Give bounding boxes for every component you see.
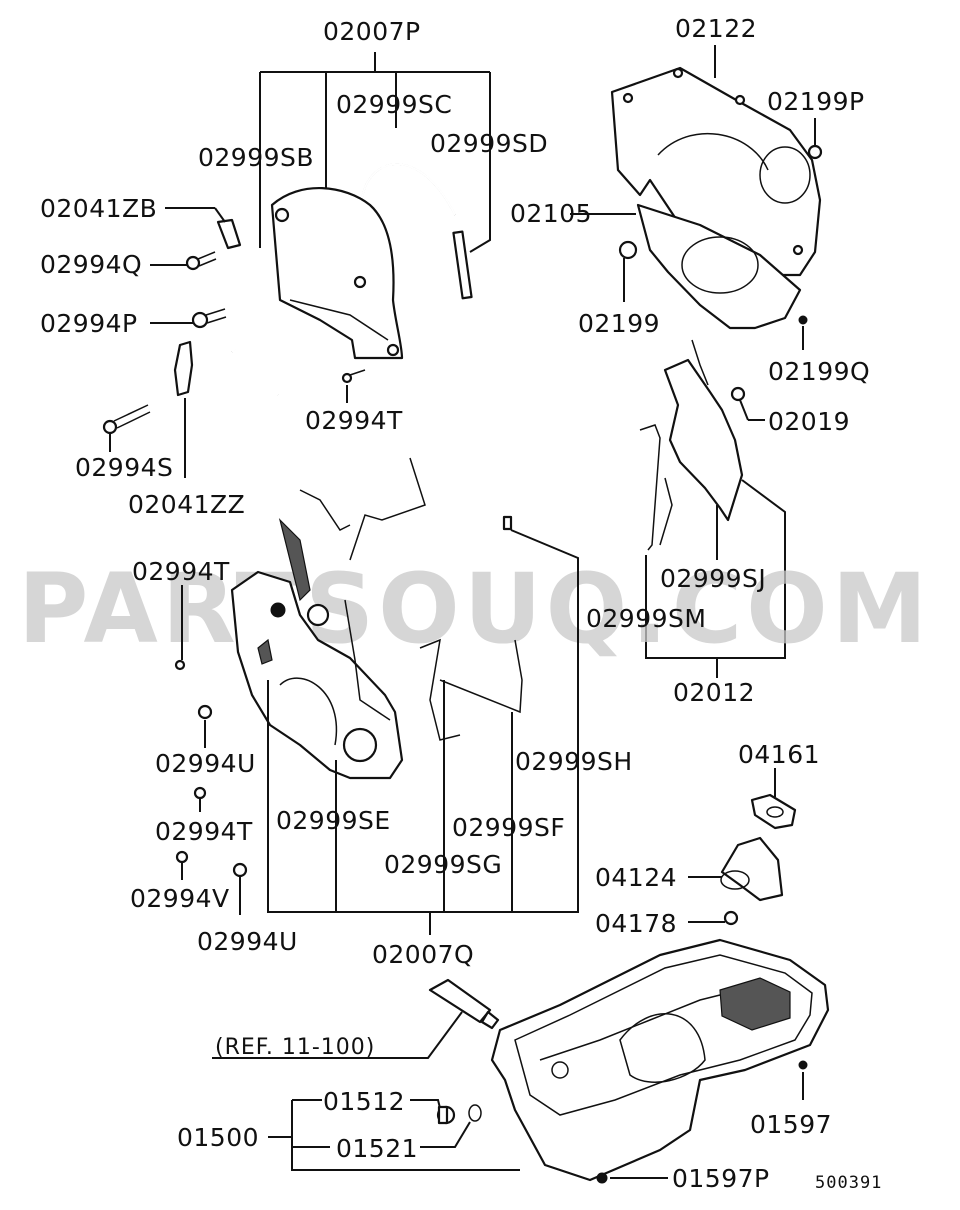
label-02994u-lower[interactable]: 02994U [197, 927, 298, 956]
label-02041zb[interactable]: 02041ZB [40, 194, 157, 223]
label-02199p[interactable]: 02199P [767, 87, 865, 116]
gasket-01521[interactable] [468, 1104, 482, 1122]
reference-note[interactable]: (REF. 11-100) [215, 1035, 375, 1060]
label-02999sc[interactable]: 02999SC [336, 90, 452, 119]
label-02019[interactable]: 02019 [768, 407, 850, 436]
bolt-01597P[interactable] [596, 1172, 668, 1184]
part-labels: 02007P 02999SC 02999SD 02999SB 02041ZB 0… [40, 14, 882, 1193]
label-01512[interactable]: 01512 [323, 1087, 405, 1116]
label-01500[interactable]: 01500 [177, 1123, 259, 1152]
label-02994t-mid[interactable]: 02994T [132, 557, 230, 586]
bolt-02199q[interactable] [798, 315, 808, 350]
label-01597[interactable]: 01597 [750, 1110, 832, 1139]
bracket-02041zb[interactable] [216, 218, 242, 250]
watermark: PARTSOUQ.COM [18, 553, 931, 665]
label-02999sf[interactable]: 02999SF [452, 813, 565, 842]
bolt-02994u-upper[interactable] [197, 704, 213, 748]
label-02994q[interactable]: 02994Q [40, 250, 142, 279]
label-02999sd[interactable]: 02999SD [430, 129, 548, 158]
label-02994t-upper[interactable]: 02994T [305, 406, 403, 435]
seal-02999sd[interactable] [452, 230, 473, 300]
oil-pan-01500[interactable] [490, 938, 830, 1182]
seal-02999sg[interactable] [419, 638, 461, 741]
bolt-02994v[interactable] [175, 850, 189, 880]
bolt-04178[interactable] [688, 910, 739, 926]
sealant-tube[interactable] [428, 978, 500, 1030]
bolt-02199p[interactable] [807, 118, 823, 160]
label-02994t-lower[interactable]: 02994T [155, 817, 253, 846]
label-01597p[interactable]: 01597P [672, 1164, 770, 1193]
bolt-01597[interactable] [798, 1060, 808, 1100]
label-02999sg[interactable]: 02999SG [384, 850, 502, 879]
seal-02999sh[interactable] [502, 515, 513, 531]
label-02994s[interactable]: 02994S [75, 453, 173, 482]
plate-02105[interactable] [636, 203, 802, 330]
label-02999sj[interactable]: 02999SJ [660, 564, 766, 593]
label-02999se[interactable]: 02999SE [276, 806, 391, 835]
seal-02019[interactable] [730, 386, 765, 421]
bolt-02994q[interactable] [150, 251, 217, 271]
bolt-02994p[interactable] [150, 308, 227, 329]
lower-timing-cover-group [174, 457, 579, 935]
bolt-02199[interactable] [618, 240, 638, 302]
oil-strainer-group [688, 768, 797, 926]
seal-02999sb[interactable] [231, 344, 279, 396]
label-04178[interactable]: 04178 [595, 909, 677, 938]
drain-plug-01512[interactable] [436, 1105, 456, 1125]
seal-02999sf[interactable] [439, 639, 523, 714]
label-02105[interactable]: 02105 [510, 199, 592, 228]
seal-02999sm[interactable] [639, 424, 661, 551]
bolt-02994u-lower[interactable] [232, 862, 248, 915]
timing-cover-02012[interactable] [663, 358, 744, 522]
label-01521[interactable]: 01521 [336, 1134, 418, 1163]
bolt-02994t-lower[interactable] [193, 786, 207, 812]
diagram-code: 500391 [815, 1173, 882, 1193]
label-04161[interactable]: 04161 [738, 740, 820, 769]
label-02122[interactable]: 02122 [675, 14, 757, 43]
label-02007p[interactable]: 02007P [323, 17, 421, 46]
label-02994u-upper[interactable]: 02994U [155, 749, 256, 778]
seal-02999sj[interactable] [659, 477, 673, 546]
upper-timing-cover-group [102, 52, 491, 478]
seal-02999se[interactable] [344, 599, 391, 721]
strainer-04124[interactable] [720, 836, 784, 902]
upper-timing-cover[interactable] [270, 186, 404, 360]
label-02199q[interactable]: 02199Q [768, 357, 870, 386]
label-02999sm[interactable]: 02999SM [586, 604, 706, 633]
bolt-02994t-upper[interactable] [341, 369, 366, 403]
oil-pan-group [212, 938, 830, 1184]
label-02999sb[interactable]: 02999SB [198, 143, 314, 172]
label-02012[interactable]: 02012 [673, 678, 755, 707]
bolt-02994t-mid[interactable] [174, 585, 186, 671]
plate-group [570, 45, 823, 678]
label-04124[interactable]: 04124 [595, 863, 677, 892]
gasket-04161[interactable] [750, 793, 797, 830]
label-02199[interactable]: 02199 [578, 309, 660, 338]
label-02007q[interactable]: 02007Q [372, 940, 474, 969]
label-02994p[interactable]: 02994P [40, 309, 138, 338]
plate-02122[interactable] [610, 66, 822, 277]
lower-timing-cover[interactable] [230, 570, 404, 780]
label-02041zz[interactable]: 02041ZZ [128, 490, 245, 519]
label-02999sh[interactable]: 02999SH [515, 747, 633, 776]
label-02994v[interactable]: 02994V [130, 884, 230, 913]
bracket-02041zz[interactable] [173, 340, 194, 397]
bolt-02994s[interactable] [102, 404, 151, 452]
